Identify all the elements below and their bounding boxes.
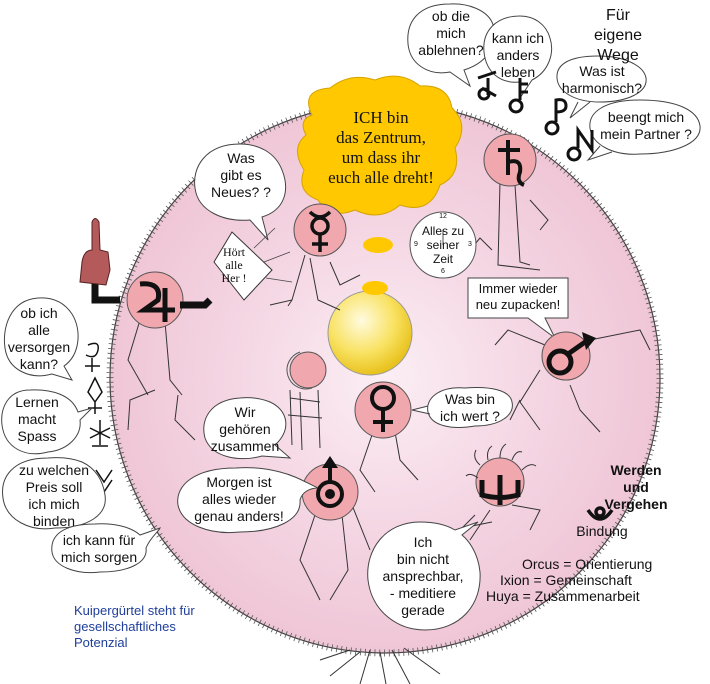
harmonisch-bubble-text: Was ist harmonisch? [561,63,643,96]
jupiter-arm-right [180,297,213,309]
legend-ixion: Ixion = Gemeinschaft [500,572,632,588]
moon-planet [289,351,327,389]
thought-dot-1 [362,281,388,295]
mars-figure [494,329,651,433]
mercury-figure [269,254,361,311]
mars-bubble [467,277,569,339]
uranus-arrowhead [322,456,338,468]
fur-text: Für eigene Wege [593,7,643,64]
venus-figure [359,431,419,493]
bindung-label: Bindung [576,523,628,539]
versorgen-bubble-text: ob ich alle versorgen kann? [7,305,71,372]
clock-3: 3 [468,241,472,248]
node-symbol [566,125,594,162]
mercury-symbol [308,210,332,252]
ixion-symbol [89,420,111,447]
chair [287,389,323,451]
clock-text: Alles zu seiner Zeit [421,224,465,266]
sorgen-bubble [51,523,162,574]
moon-symbol [286,351,313,390]
sorgen-bubble-text: ich kann für mich sorgen [60,532,138,565]
orcus-symbol [85,342,100,372]
pointing-hand [79,218,111,286]
mercury-planet [293,203,347,257]
legend-huya: Huya = Zusammenarbeit [486,588,640,604]
venus-bubble [411,387,513,428]
pholus-key-symbol [544,98,568,136]
roots [319,647,441,684]
top2-bubble-text: kann ich anders leben [491,30,545,80]
legend-orcus: Orcus = Orientierung [522,556,653,572]
clock-9: 9 [414,241,418,248]
bindung-symbol [586,506,614,521]
venus-symbol [370,385,396,432]
jupiter-cone-text: Hört alle Her ! [221,245,247,285]
chiron-key-symbol [508,78,528,114]
jupiter-arm [91,280,120,304]
mercury-bubble-text: Was gibt es Neues? ? [211,150,271,200]
uranus-bubble [177,467,319,534]
clock-6: 6 [441,268,445,275]
uranus-symbol [316,466,344,508]
sun-thought-cloud [297,75,463,216]
mars-arrowhead [582,332,596,350]
orcus-key-symbol [477,70,497,101]
jupiter-symbol [136,281,175,322]
saturn-figure [469,181,549,271]
pluto-bubble [367,521,481,631]
saturn-symbol [498,140,525,187]
harmonisch-bubble [556,55,647,119]
sun-thought-text: ICH bin das Zentrum, um dass ihr euch al… [328,108,434,187]
pluto-bubble-text: Ich bin nicht ansprechbar, - meditiere g… [382,534,464,618]
clock-12: 12 [439,213,447,220]
thought-dot-2 [363,237,393,253]
lernen-bubble [1,389,94,455]
neptune-symbol [479,475,521,505]
werden-label: Werden und Vergehen [604,462,668,512]
moon-bubble-text: Wir gehören zusammen [210,404,280,454]
neptune-rays [465,443,537,479]
preis-bubble-text: zu welchen Preis soll ich mich binden [18,462,90,529]
preis-bubble [2,457,106,530]
lernen-bubble-text: Lernen macht Spass [15,394,59,444]
megaphone-lines [253,227,293,283]
mercury-bubble [194,143,286,241]
tick-ring [106,99,664,657]
top1-bubble-text: ob die mich ablehnen? [418,8,484,58]
venus-bubble-text: Was bin ich wert ? [440,391,500,424]
partner-bubble-text: beengt mich mein Partner ? [600,109,692,142]
sun [327,290,413,376]
versorgen-bubble [3,297,79,381]
kuiper-note: Kuipergürtel steht für gesellschaftliche… [74,603,195,650]
uranus-bubble-text: Morgen ist alles wieder genau anders! [194,474,284,524]
megaphone-cone [213,231,273,301]
moon-bubble [203,397,292,459]
mars-bubble-text: Immer wieder neu zupacken! [475,281,561,312]
uranus-figure [299,504,371,601]
partner-bubble [586,99,701,162]
jupiter-figure [127,319,196,441]
top1-bubble [407,3,496,88]
